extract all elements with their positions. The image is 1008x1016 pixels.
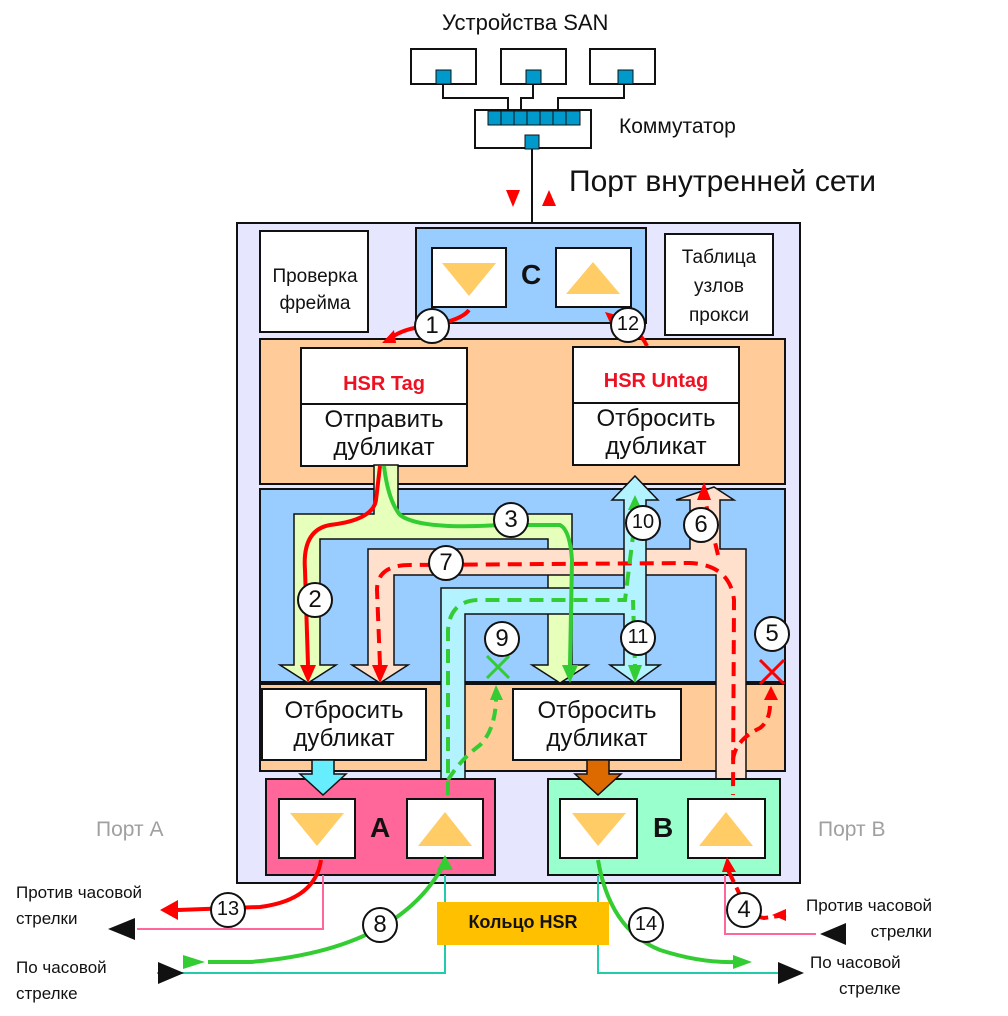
- port-b-caption: Порт B: [818, 818, 886, 841]
- step-2: 2: [308, 586, 322, 613]
- step-1: 1: [425, 312, 439, 339]
- step-7: 7: [439, 549, 453, 576]
- switch-label: Коммутатор: [619, 115, 736, 138]
- port-a-rx-icon: [290, 813, 344, 846]
- port-b-tx-icon: [699, 812, 753, 846]
- interlink-down-arrow: [506, 190, 520, 207]
- port-a-caption: Порт A: [96, 818, 164, 841]
- step-10: 10: [631, 511, 655, 533]
- port-c-rx-icon: [442, 263, 496, 296]
- step-9: 9: [495, 625, 509, 652]
- ring-label-bg: [437, 902, 609, 945]
- port-c-label: C: [521, 259, 542, 290]
- step-11: 11: [627, 626, 649, 648]
- san-devices: [410, 48, 656, 110]
- step-markers: [210, 307, 790, 943]
- interlink-label: Порт внутренней сети: [569, 165, 877, 198]
- port-a-label: A: [370, 812, 391, 843]
- port-a-tx-icon: [418, 812, 472, 846]
- step-14: 14: [634, 913, 658, 935]
- step-12: 12: [616, 313, 640, 335]
- step-6: 6: [694, 511, 708, 538]
- step-8: 8: [373, 911, 387, 938]
- step-4: 4: [737, 896, 751, 923]
- port-b-label: B: [653, 812, 674, 843]
- interlink-up-arrow: [542, 190, 556, 206]
- port-b-rx-icon: [572, 813, 626, 846]
- hsr-ring-label: Кольцо HSR: [468, 912, 578, 932]
- step-5: 5: [765, 620, 779, 647]
- step-13: 13: [216, 898, 240, 920]
- frame-check-box: [259, 230, 369, 333]
- hsr-untag-label: HSR Untag: [603, 370, 709, 392]
- san-devices-title: Устройства SAN: [442, 10, 609, 35]
- port-c-tx-icon: [566, 262, 620, 294]
- step-3: 3: [504, 506, 518, 533]
- hsr-tag-label: HSR Tag: [343, 373, 425, 395]
- proxy-table-box: [664, 233, 774, 336]
- switch: [474, 109, 592, 223]
